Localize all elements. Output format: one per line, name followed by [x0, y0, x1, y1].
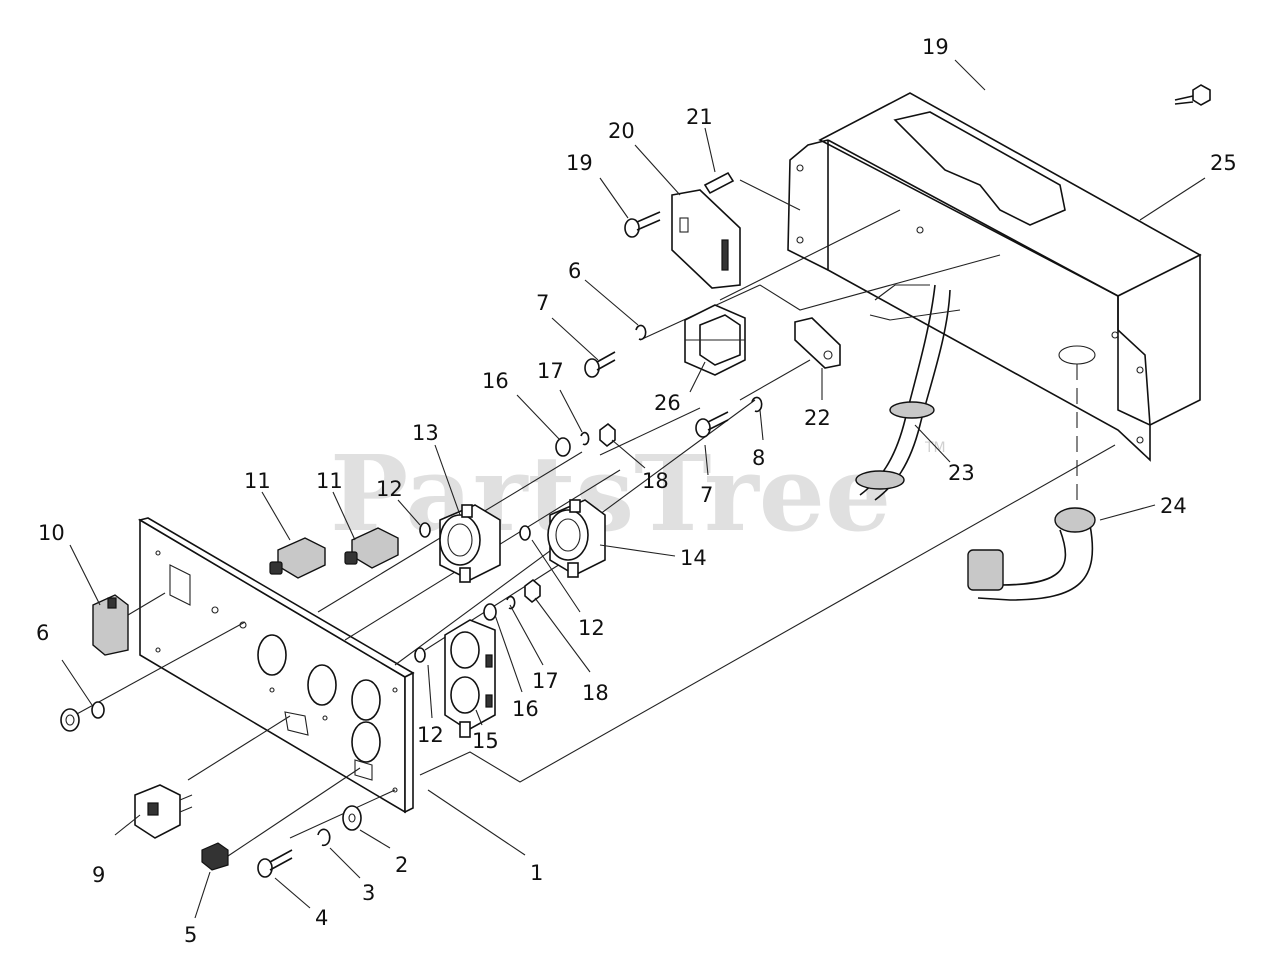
part-16-washer-a[interactable]	[555, 437, 571, 457]
callout-19-top: 19	[922, 35, 949, 59]
callout-25: 25	[1210, 151, 1237, 175]
callout-18-top: 18	[642, 469, 669, 493]
callout-18-low: 18	[582, 681, 609, 705]
callout-12-mid: 12	[578, 616, 605, 640]
callout-6-left: 6	[36, 621, 49, 645]
part-19-screw-upper[interactable]	[1174, 84, 1211, 106]
callout-9: 9	[92, 863, 105, 887]
callout-19-left: 19	[566, 151, 593, 175]
part-17-lockwasher-b[interactable]	[506, 595, 516, 610]
callout-8: 8	[752, 446, 765, 470]
part-19-screw-lower[interactable]	[624, 211, 661, 238]
leader-lines	[61, 59, 1206, 919]
callout-12-low: 12	[417, 723, 444, 747]
callout-17-low: 17	[532, 669, 559, 693]
part-9-receptacle-adapter[interactable]	[134, 784, 193, 839]
part-8-lockwasher-upper[interactable]	[635, 324, 647, 341]
part-7-screw-upper[interactable]	[584, 351, 616, 378]
callout-11-left: 11	[244, 469, 271, 493]
part-24-grommet-hose[interactable]	[967, 507, 1096, 601]
callout-5: 5	[184, 923, 197, 947]
callout-13: 13	[412, 421, 439, 445]
part-2-washer[interactable]	[342, 805, 362, 831]
part-5-rocker-switch[interactable]	[201, 842, 229, 871]
callout-7-upper: 7	[536, 291, 549, 315]
part-26-relay[interactable]	[684, 304, 746, 376]
part-8-lockwasher-lower[interactable]	[751, 396, 763, 413]
part-10-circuit-breaker[interactable]	[92, 592, 166, 656]
callout-21: 21	[686, 105, 713, 129]
callout-4: 4	[315, 906, 328, 930]
part-21-standoff[interactable]	[703, 171, 735, 195]
callout-24: 24	[1160, 494, 1187, 518]
part-4-screw[interactable]	[257, 849, 293, 878]
part-12-oring-b[interactable]	[519, 525, 531, 541]
callout-20: 20	[608, 119, 635, 143]
callout-12-top: 12	[376, 477, 403, 501]
part-15-duplex-receptacle[interactable]	[444, 619, 496, 738]
part-1-front-panel[interactable]	[137, 517, 415, 814]
callout-10: 10	[38, 521, 65, 545]
part-6-nut[interactable]	[60, 701, 105, 732]
part-20-circuit-board[interactable]	[671, 189, 741, 289]
callout-11-right: 11	[316, 469, 343, 493]
callout-15: 15	[472, 729, 499, 753]
callout-labels: 1 2 3 4 5 6 6 7 7 8 9 10 11 11 12 12 12 …	[36, 35, 1237, 947]
part-22-bracket[interactable]	[794, 317, 841, 369]
part-7-screw-lower[interactable]	[695, 411, 729, 438]
callout-7-lower: 7	[700, 483, 713, 507]
part-11-circuit-breaker-right[interactable]	[344, 527, 399, 569]
callout-16-low: 16	[512, 697, 539, 721]
callout-2: 2	[395, 853, 408, 877]
part-12-oring-a[interactable]	[419, 522, 431, 538]
part-11-circuit-breaker-left[interactable]	[269, 537, 326, 579]
callout-26: 26	[654, 391, 681, 415]
part-14-receptacle[interactable]	[547, 499, 606, 578]
part-3-lockwasher[interactable]	[317, 828, 331, 847]
callout-23: 23	[948, 461, 975, 485]
part-18-nut-a[interactable]	[599, 422, 616, 448]
part-13-receptacle[interactable]	[439, 504, 501, 583]
callout-3: 3	[362, 881, 375, 905]
callout-22: 22	[804, 406, 831, 430]
part-25-control-box[interactable]	[787, 92, 1202, 500]
part-18-nut-b[interactable]	[524, 578, 541, 604]
callout-6-upper: 6	[568, 259, 581, 283]
part-23-wire-harness[interactable]	[855, 284, 961, 501]
part-17-lockwasher-a[interactable]	[580, 431, 590, 446]
part-12-oring-c[interactable]	[414, 647, 426, 663]
callout-17-top: 17	[537, 359, 564, 383]
part-16-washer-b[interactable]	[483, 603, 497, 621]
callout-1: 1	[530, 861, 543, 885]
callout-14: 14	[680, 546, 707, 570]
callout-16-top: 16	[482, 369, 509, 393]
